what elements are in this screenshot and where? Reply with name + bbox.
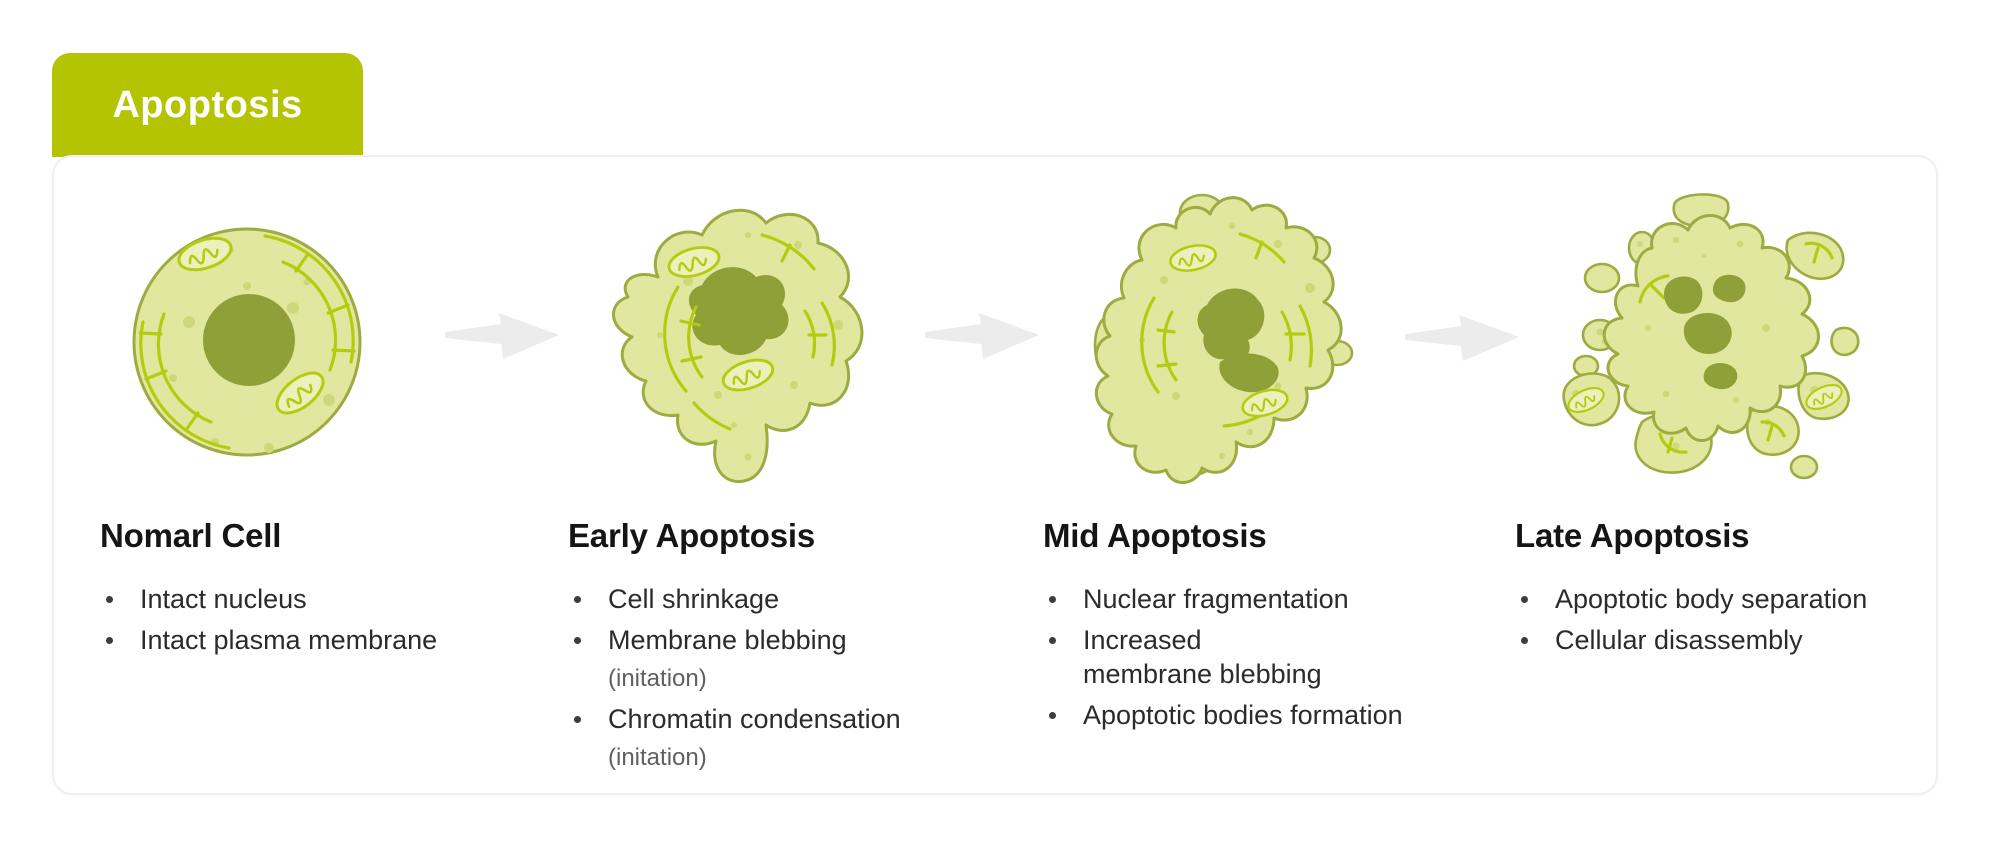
late-apoptosis-cell-illustration xyxy=(1562,193,1860,480)
list-item: Apoptotic bodies formation xyxy=(1043,698,1473,732)
bullet-dot xyxy=(568,702,608,736)
stage-heading: Early Apoptosis xyxy=(568,517,815,554)
bullet-dot xyxy=(1043,698,1083,732)
vesicle-dots xyxy=(1645,237,1770,403)
stage-column-normal-cell: Nomarl Cell Intact nucleus Intact plasma… xyxy=(100,516,530,664)
list-item: Intact nucleus xyxy=(100,582,530,616)
list-item: Intact plasma membrane xyxy=(100,623,530,657)
list-item: Cellular disassembly xyxy=(1515,623,1935,657)
stage-heading: Nomarl Cell xyxy=(100,517,282,554)
stage-heading: Mid Apoptosis xyxy=(1043,517,1267,554)
list-item: Nuclear fragmentation xyxy=(1043,582,1473,616)
bullet-dot xyxy=(1043,582,1083,616)
vesicle-dots xyxy=(657,232,843,461)
list-item-note: (initation) xyxy=(608,744,707,771)
stage-heading: Late Apoptosis xyxy=(1515,517,1750,554)
bullet-dot xyxy=(568,623,608,657)
arrow-right-icon xyxy=(1405,315,1519,361)
bullet-dot xyxy=(100,582,140,616)
nucleus-shape xyxy=(203,294,295,386)
list-item: Membrane blebbing xyxy=(568,623,998,657)
list-item: Cell shrinkage xyxy=(568,582,998,616)
mid-apoptosis-cell-illustration xyxy=(1093,193,1354,484)
endoplasmic-reticulum-lines xyxy=(1638,274,1670,304)
list-item: Increased membrane blebbing xyxy=(1043,623,1473,691)
stage-column-mid-apoptosis: Mid Apoptosis Nuclear fragmentation Incr… xyxy=(1043,516,1473,739)
arrow-right-icon xyxy=(445,313,559,359)
list-item-note: (initation) xyxy=(608,665,707,692)
title-tab: Apoptosis xyxy=(52,53,363,157)
nucleus-fragment xyxy=(1219,353,1279,393)
arrow-right-icon xyxy=(925,313,1039,359)
bullet-dot xyxy=(100,623,140,657)
condensed-nucleus-shape xyxy=(688,267,789,356)
endoplasmic-reticulum-lines xyxy=(663,233,836,431)
stage-column-early-apoptosis: Early Apoptosis Cell shrinkage Membrane … xyxy=(568,516,998,781)
normal-cell-illustration xyxy=(132,227,362,457)
nucleus-fragments xyxy=(1664,274,1746,390)
diagram-card xyxy=(52,155,1938,795)
bullet-dot xyxy=(1515,623,1555,657)
stage-column-late-apoptosis: Late Apoptosis Apoptotic body separation… xyxy=(1515,516,1935,664)
apoptotic-bodies xyxy=(1562,193,1860,480)
page-title: Apoptosis xyxy=(112,83,303,126)
nucleus-fragment xyxy=(1197,288,1265,360)
bullet-dot xyxy=(568,582,608,616)
early-apoptosis-cell-illustration xyxy=(612,208,864,484)
endoplasmic-reticulum-lines xyxy=(1140,232,1314,428)
bullet-dot xyxy=(1043,623,1083,691)
list-item: Chromatin condensation xyxy=(568,702,998,736)
bullet-dot xyxy=(1515,582,1555,616)
vesicle-dots xyxy=(169,247,335,453)
list-item: Apoptotic body separation xyxy=(1515,582,1935,616)
